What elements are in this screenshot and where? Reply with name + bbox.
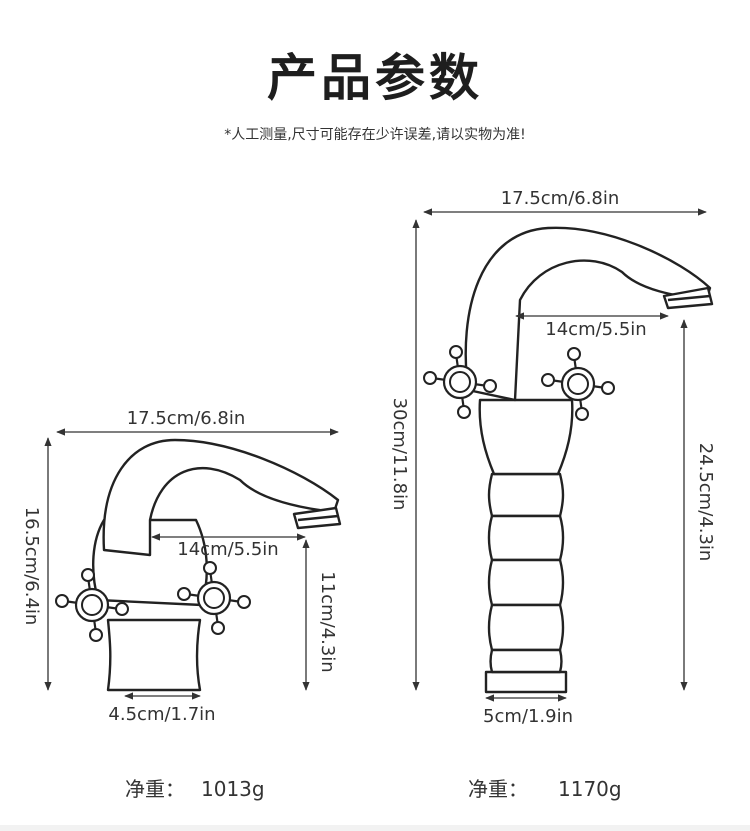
right-reach-label: 14cm/5.5in [545, 319, 646, 340]
left-weight-value: 1013g [201, 777, 265, 801]
left-base-label: 4.5cm/1.7in [108, 704, 215, 725]
bottom-divider [0, 825, 750, 831]
left-weight-label: 净重： [125, 777, 185, 801]
right-height-label: 30cm/11.8in [389, 398, 410, 511]
right-base-label: 5cm/1.9in [483, 706, 573, 727]
right-weight: 净重： 1170g [468, 773, 622, 802]
left-faucet-illustration [92, 438, 342, 692]
left-height-label: 16.5cm/6.4in [21, 507, 42, 626]
left-reach-label: 14cm/5.5in [177, 539, 278, 560]
page-title: 产品参数 [267, 48, 483, 107]
left-weight: 净重： 1013g [125, 773, 265, 802]
left-dimension-lines [44, 428, 339, 700]
right-spout-height-label: 24.5cm/4.3in [695, 443, 716, 562]
right-dimension-lines [412, 208, 707, 702]
left-width-label: 17.5cm/6.8in [127, 408, 246, 429]
measurement-note: *人工测量,尺寸可能存在少许误差,请以实物为准! [224, 127, 526, 143]
right-weight-label: 净重： [468, 777, 528, 801]
left-spout-height-label: 11cm/4.3in [317, 571, 338, 672]
right-weight-value: 1170g [558, 777, 622, 801]
right-width-label: 17.5cm/6.8in [501, 188, 620, 209]
right-faucet-illustration [464, 226, 714, 694]
